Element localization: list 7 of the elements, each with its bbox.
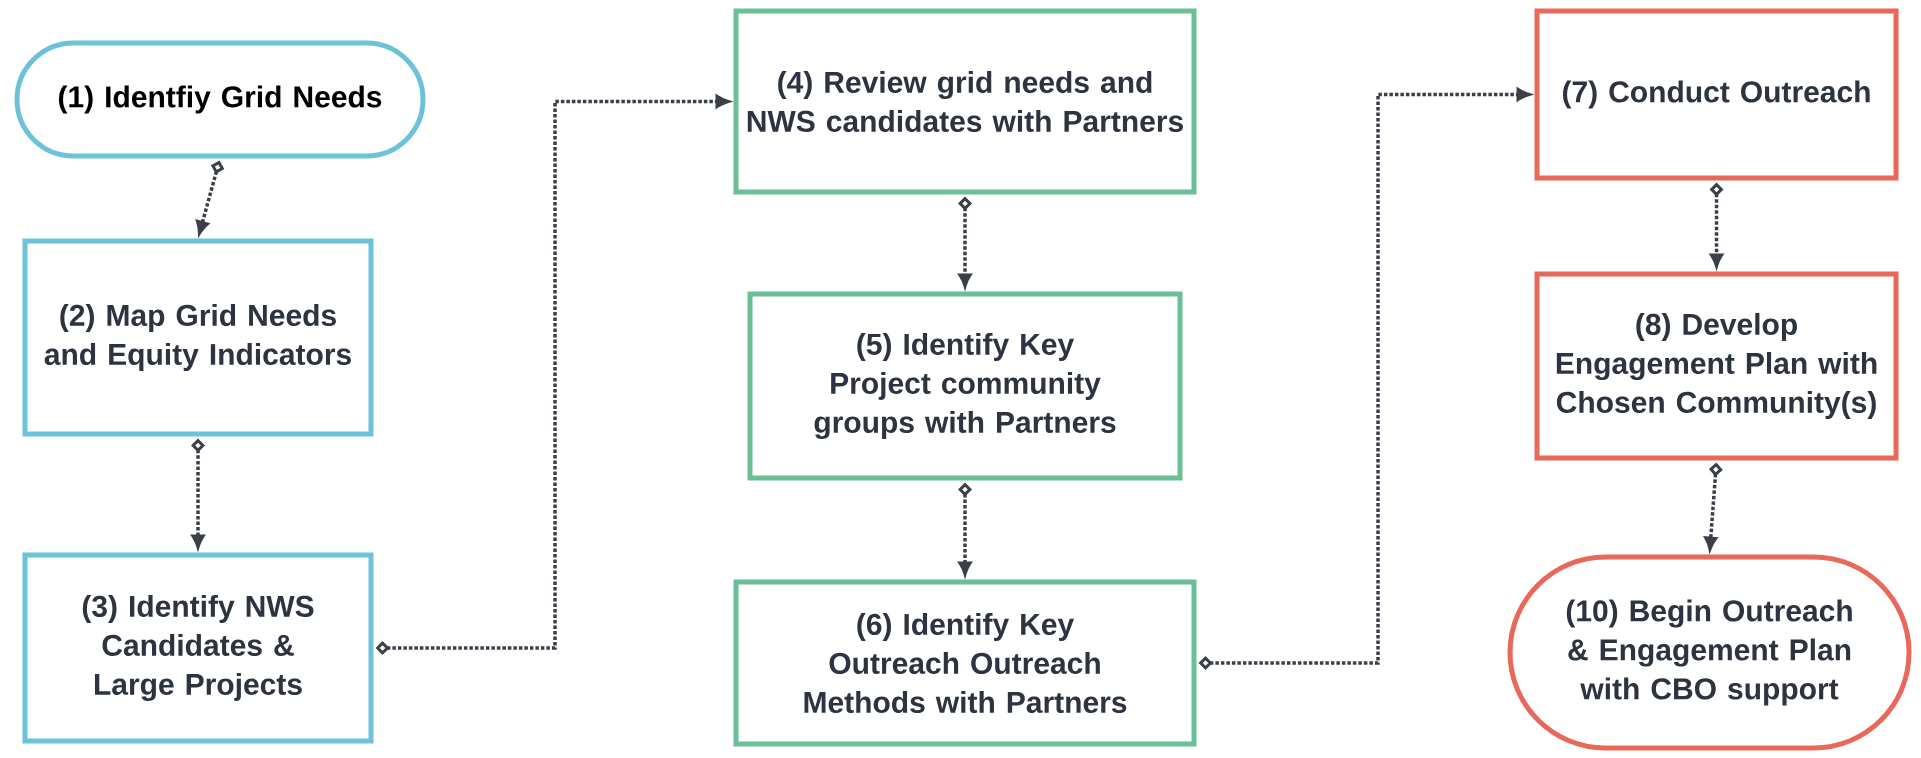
process-box: (3) Identify NWS Candidates & Large Projects: [22, 552, 374, 744]
process-box: (4) Review grid needs and NWS candidates with Partners: [733, 8, 1197, 195]
process-box: (2) Map Grid Needs and Equity Indicators: [22, 238, 374, 437]
process-box: (5) Identify Key Project community groups with Partners: [747, 291, 1183, 481]
process-box: (8) Develop Engagement Plan with Chosen Community(s): [1534, 271, 1899, 461]
process-box: (6) Identify Key Outreach Outreach Methods with Partners: [733, 579, 1197, 747]
process-box: (7) Conduct Outreach: [1534, 8, 1899, 181]
